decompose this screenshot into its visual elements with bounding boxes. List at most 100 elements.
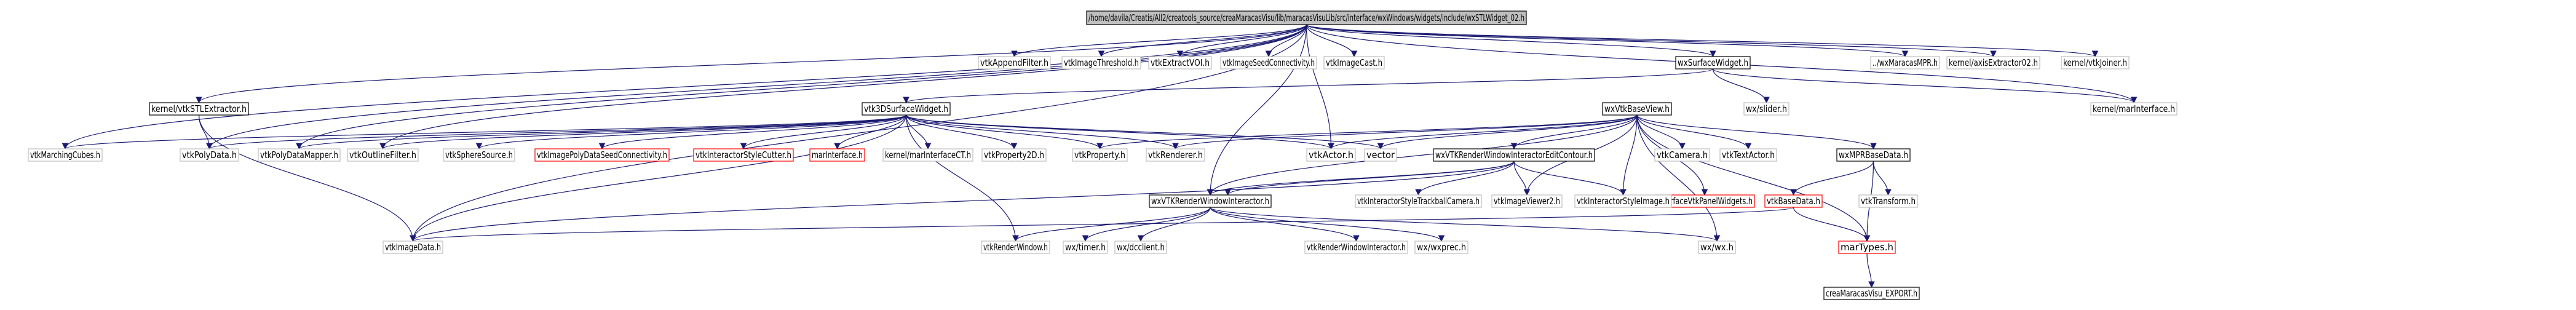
dependency-edge-vtk3d-to-vtkrenderer bbox=[905, 114, 1179, 150]
node-vtkrenderer-h[interactable]: vtkRenderer.h bbox=[1146, 148, 1205, 162]
node-wxmprbasedata-h[interactable]: wxMPRBaseData.h bbox=[1836, 148, 1911, 162]
node-box bbox=[1602, 102, 1672, 116]
node-wx-slider-h[interactable]: wx/slider.h bbox=[1743, 102, 1789, 116]
node-vtkoutlinefilter-h[interactable]: vtkOutlineFilter.h bbox=[347, 148, 419, 162]
node-kernel-vtkjoiner-h[interactable]: kernel/vtkJoiner.h bbox=[2061, 56, 2130, 70]
node-box bbox=[1220, 56, 1317, 70]
node-wxvtkrenderwindowinteractor-h[interactable]: wxVTKRenderWindowInteractor.h bbox=[1149, 194, 1272, 208]
node-vtkcamera-h[interactable]: vtkCamera.h bbox=[1654, 148, 1710, 162]
node-vtkimagecast-h[interactable]: vtkImageCast.h bbox=[1323, 56, 1385, 70]
dependency-edge-kstl-to-vtkimagedata bbox=[198, 114, 416, 242]
node-martypes-h[interactable]: marTypes.h bbox=[1838, 240, 1896, 254]
node-wxsurfacewidget-h[interactable]: wxSurfaceWidget.h bbox=[1675, 56, 1751, 70]
node-vtkinteractorstyletrackballcamera-h[interactable]: vtkInteractorStyleTrackballCamera.h bbox=[1355, 194, 1482, 208]
node-label: wx/dcclient.h bbox=[1117, 242, 1165, 253]
dependency-edge-wxvtkbase-to-wxvtkrwiec bbox=[1510, 114, 1638, 150]
node-label: wxVTKRenderWindowInteractor.h bbox=[1151, 196, 1269, 207]
node-vtkproperty-h[interactable]: vtkProperty.h bbox=[1072, 148, 1128, 162]
node-marinterface-h[interactable]: marInterface.h bbox=[809, 148, 865, 162]
node-box bbox=[1433, 148, 1595, 162]
node-label: wxVTKRenderWindowInteractorEditContour.h bbox=[1435, 149, 1593, 161]
dependency-edge-vtk3d-to-vtkintcutter bbox=[740, 114, 907, 150]
node-home-davila-creatis-all2-creatools-source-creamaracasvisu-lib-maracasvisulib-src-interface-wxwindows-widgets-include-wxstlwidget-02-h: /home/davila/Creatis/All2/creatools_sour… bbox=[1086, 10, 1527, 25]
node-vtkmarchingcubes-h[interactable]: vtkMarchingCubes.h bbox=[28, 148, 103, 162]
node-label: vtkProperty2D.h bbox=[984, 149, 1044, 161]
node-box bbox=[2090, 102, 2178, 116]
dependency-edge-wxvtkrwiec-to-vtkcommand bbox=[1224, 161, 1515, 196]
node-box bbox=[1414, 240, 1468, 254]
node-vtkinteractorstylecutter-h[interactable]: vtkInteractorStyleCutter.h bbox=[693, 148, 794, 162]
dependency-edge-wxsurface-to-vtk3d bbox=[903, 68, 1714, 104]
node-vtk3dsurfacewidget-h[interactable]: vtk3DSurfaceWidget.h bbox=[862, 102, 951, 116]
node-label: vtkBaseData.h bbox=[1767, 196, 1820, 207]
node-box bbox=[180, 148, 239, 162]
dependency-edge-wxvtkrwi-to-wxwxprec bbox=[1210, 207, 1445, 242]
node-wxmaracasmpr-h[interactable]: ../wxMaracasMPR.h bbox=[1870, 56, 1940, 70]
dependency-edge-root-to-vtkmarch bbox=[61, 24, 1307, 150]
node-label: creaMaracasVisu_EXPORT.h bbox=[1826, 288, 1917, 300]
node-box bbox=[382, 240, 443, 254]
node-vtkbasedata-h[interactable]: vtkBaseData.h bbox=[1764, 194, 1823, 208]
node-label: InterfaceVtkPanelWidgets.h bbox=[1657, 196, 1753, 207]
node-label: wxVtkBaseView.h bbox=[1604, 103, 1670, 114]
dependency-edge-root-to-kvtkjoiner bbox=[1306, 24, 2098, 58]
node-label: vtkOutlineFilter.h bbox=[349, 149, 416, 161]
dependency-edge-wxvtkbase-to-vtkisimage bbox=[1620, 114, 1638, 196]
node-vtkimageseedconnectivity-h[interactable]: vtkImageSeedConnectivity.h bbox=[1220, 56, 1317, 70]
node-vtkimagethreshold-h[interactable]: vtkImageThreshold.h bbox=[1061, 56, 1141, 70]
dependency-edge-root-to-vtkpolydata bbox=[206, 24, 1307, 150]
node-wx-wxprec-h[interactable]: wx/wxprec.h bbox=[1414, 240, 1468, 254]
dependency-edge-wxsurface-to-wxslider bbox=[1712, 68, 1770, 104]
node-kernel-marinterface-h[interactable]: kernel/marInterface.h bbox=[2090, 102, 2178, 116]
node-vtkpolydatamapper-h[interactable]: vtkPolyDataMapper.h bbox=[258, 148, 341, 162]
dependency-edge-wxmprbase-to-vtkbasedata bbox=[1790, 161, 1874, 196]
dependency-edge-root-to-kmaracasx bbox=[1306, 24, 1997, 58]
node-label: vtkImageViewer2.h bbox=[1494, 196, 1560, 207]
dependency-edge-wxsurface-to-kmarif bbox=[1712, 68, 2138, 104]
node-box bbox=[981, 240, 1050, 254]
node-box bbox=[693, 148, 794, 162]
node-box bbox=[1364, 148, 1397, 162]
node-layer: /home/davila/Creatis/All2/creatools_sour… bbox=[28, 10, 2178, 300]
node-vtktransform-h[interactable]: vtkTransform.h bbox=[1858, 194, 1918, 208]
node-label: marTypes.h bbox=[1841, 242, 1893, 253]
node-creamaracasvisu-export-h[interactable]: creaMaracasVisu_EXPORT.h bbox=[1823, 287, 1920, 300]
node-vtkappendfilter-h[interactable]: vtkAppendFilter.h bbox=[978, 56, 1051, 70]
node-wxvtkbaseview-h[interactable]: wxVtkBaseView.h bbox=[1602, 102, 1672, 116]
node-vtkpolydata-h[interactable]: vtkPolyData.h bbox=[180, 148, 239, 162]
dependency-edge-root-to-vtkactor bbox=[1306, 24, 1334, 150]
node-label: wx/wxprec.h bbox=[1417, 242, 1466, 253]
dependency-edge-wxvtkbase-to-wxvtkrwi bbox=[1207, 114, 1638, 196]
node-wxvtkrenderwindowinteractoreditcontour-h[interactable]: wxVTKRenderWindowInteractorEditContour.h bbox=[1433, 148, 1595, 162]
node-box bbox=[1743, 102, 1789, 116]
node-vtkinteractorstyleimage-h[interactable]: vtkInteractorStyleImage.h bbox=[1574, 194, 1672, 208]
node-vtkspheresource-h[interactable]: vtkSphereSource.h bbox=[443, 148, 515, 162]
node-kernel-axisextractor02-h[interactable]: kernel/axisExtractor02.h bbox=[1946, 56, 2040, 70]
node-vtkimagedata-h[interactable]: vtkImageData.h bbox=[382, 240, 443, 254]
node-vtktextactor-h[interactable]: vtkTextActor.h bbox=[1719, 148, 1777, 162]
node-label: vtkImageSeedConnectivity.h bbox=[1223, 57, 1315, 68]
node-vtkimageviewer2-h[interactable]: vtkImageViewer2.h bbox=[1491, 194, 1563, 208]
node-vtkrenderwindow-h[interactable]: vtkRenderWindow.h bbox=[981, 240, 1050, 254]
node-wx-wx-h[interactable]: wx/wx.h bbox=[1698, 240, 1736, 254]
node-wx-dcclient-h[interactable]: wx/dcclient.h bbox=[1114, 240, 1167, 254]
node-box bbox=[1114, 240, 1167, 254]
node-wx-timer-h[interactable]: wx/timer.h bbox=[1063, 240, 1108, 254]
node-vtkrenderwindowinteractor-h[interactable]: vtkRenderWindowInteractor.h bbox=[1304, 240, 1408, 254]
dependency-edge-wxvtkbase-to-wxmprbase bbox=[1636, 114, 1877, 150]
node-box bbox=[1719, 148, 1777, 162]
node-kernel-vtkstlextractor-h[interactable]: kernel/vtkSTLExtractor.h bbox=[149, 102, 249, 116]
node-kernel-marinterfacect-h[interactable]: kernel/marInterfaceCT.h bbox=[882, 148, 973, 162]
dependency-edge-wxvtkrwi-to-vtkrwi bbox=[1210, 207, 1360, 242]
node-vtkextractvoi-h[interactable]: vtkExtractVOI.h bbox=[1148, 56, 1212, 70]
node-box bbox=[1698, 240, 1736, 254]
node-label: vtkInteractorStyleImage.h bbox=[1577, 196, 1670, 207]
dependency-edge-vtk3d-to-vtkactor bbox=[905, 114, 1334, 150]
dependency-edge-vtk3d-to-vtkimagedata bbox=[410, 114, 907, 242]
dependency-edge-root-to-kstl bbox=[196, 24, 1307, 104]
node-interfacevtkpanelwidgets-h[interactable]: InterfaceVtkPanelWidgets.h bbox=[1654, 194, 1755, 208]
node-vtkactor-h[interactable]: vtkActor.h bbox=[1306, 148, 1356, 162]
node-vtkimagepolydataseedconnectivity-h[interactable]: vtkImagePolyDataSeedConnectivity.h bbox=[534, 148, 670, 162]
node-vtkproperty2d-h[interactable]: vtkProperty2D.h bbox=[981, 148, 1047, 162]
node-vector[interactable]: vector bbox=[1364, 148, 1397, 162]
